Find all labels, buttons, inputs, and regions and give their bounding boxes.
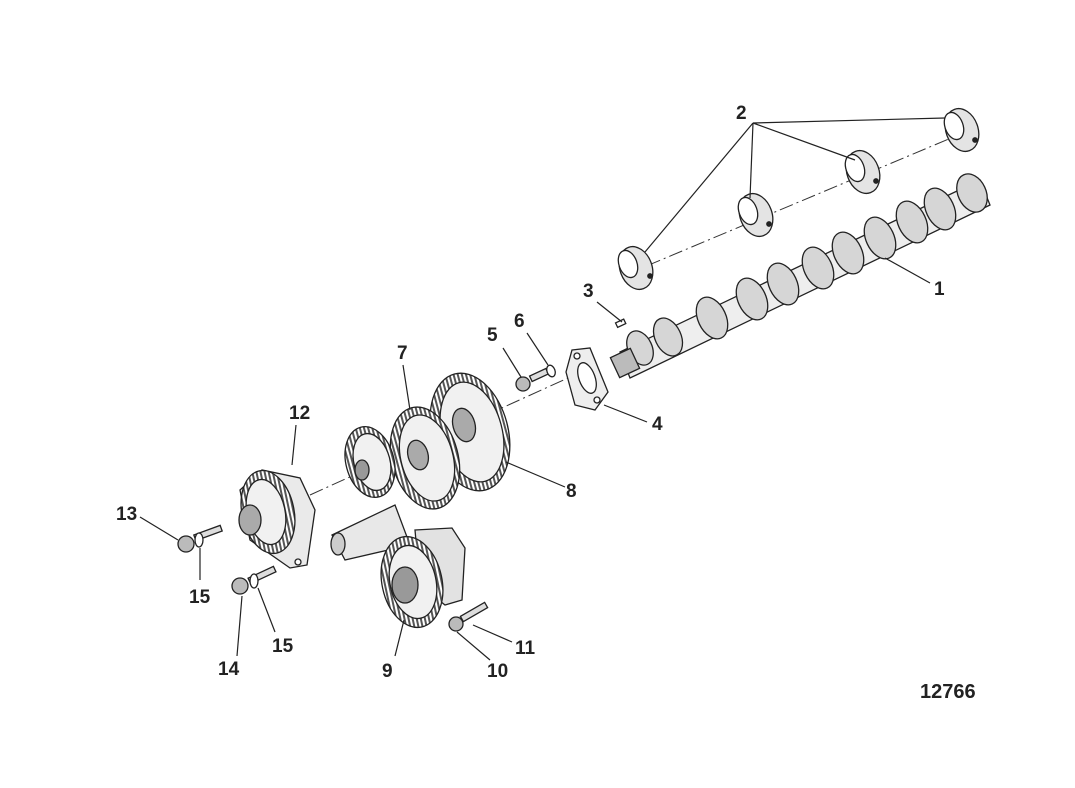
figure-number: 12766 — [920, 681, 976, 703]
callout-3: 3 — [583, 281, 594, 302]
bearing-2 — [737, 192, 774, 238]
leader-lines — [139, 117, 946, 661]
bearing-4 — [943, 107, 980, 153]
callout-4: 4 — [652, 414, 663, 435]
gear-assembly — [380, 527, 466, 629]
camshaft — [609, 173, 991, 379]
callout-11: 11 — [515, 638, 536, 659]
callout-2: 2 — [736, 103, 747, 124]
callout-12: 12 — [289, 403, 310, 424]
bearing-1 — [617, 245, 654, 291]
callout-labels: 1 2 3 4 5 6 7 8 9 10 11 12 13 14 15 15 — [116, 103, 945, 682]
callout-13: 13 — [116, 504, 137, 525]
camshaft-bearings — [617, 107, 980, 291]
bearing-centerline — [624, 127, 976, 276]
washer-6 — [546, 364, 556, 378]
thrust-plate — [565, 347, 609, 411]
callout-15-lower: 15 — [272, 636, 294, 657]
washer-15-b — [249, 573, 259, 589]
callout-14: 14 — [218, 659, 240, 680]
washer-15-a — [194, 532, 204, 548]
callout-5: 5 — [487, 325, 498, 346]
bearing-3 — [844, 149, 881, 195]
callout-9: 9 — [382, 661, 393, 682]
callout-10: 10 — [487, 661, 508, 682]
callout-15-upper: 15 — [189, 587, 211, 608]
key — [614, 318, 627, 329]
callout-8: 8 — [566, 481, 577, 502]
small-gear — [344, 426, 396, 498]
screw-11 — [448, 601, 489, 632]
callout-7: 7 — [397, 343, 408, 364]
callout-6: 6 — [514, 311, 525, 332]
idler-gear — [389, 406, 461, 510]
gear-with-housing — [238, 469, 316, 569]
screw-5 — [515, 367, 550, 392]
callout-1: 1 — [934, 279, 945, 300]
